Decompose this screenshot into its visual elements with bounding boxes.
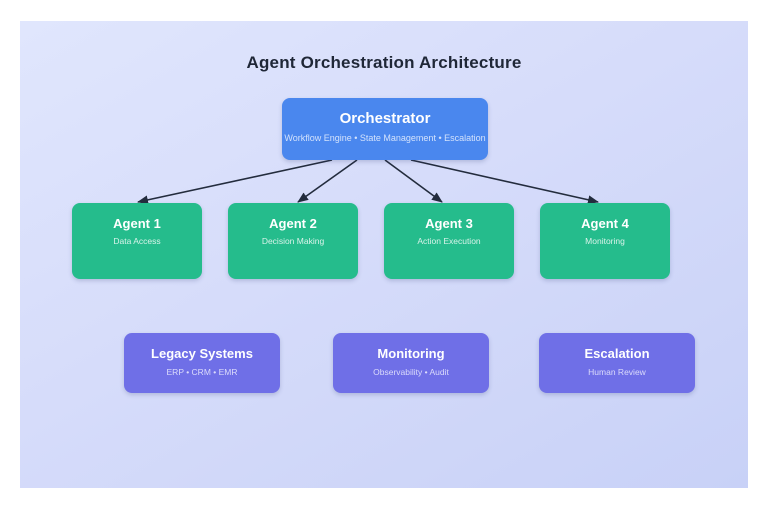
diagram-title: Agent Orchestration Architecture xyxy=(246,53,522,72)
escalation-title: Escalation xyxy=(584,346,650,361)
agent-1-title: Agent 1 xyxy=(113,216,161,231)
monitoring-subtitle: Observability • Audit xyxy=(373,367,449,377)
agent-4-node: Agent 4 Monitoring xyxy=(540,203,670,279)
agent-1-node: Agent 1 Data Access xyxy=(72,203,202,279)
legacy-systems-node: Legacy Systems ERP • CRM • EMR xyxy=(124,333,280,393)
escalation-subtitle: Human Review xyxy=(588,367,646,377)
agent-2-subtitle: Decision Making xyxy=(261,236,325,246)
agent-3-node: Agent 3 Action Execution xyxy=(384,203,514,279)
agent-3-title: Agent 3 xyxy=(425,216,473,231)
agent-2-node: Agent 2 Decision Making xyxy=(228,203,358,279)
agent-3-subtitle: Action Execution xyxy=(417,236,481,246)
orchestrator-subtitle: Workflow Engine • State Management • Esc… xyxy=(284,133,486,143)
agent-4-subtitle: Monitoring xyxy=(585,236,625,246)
agent-4-title: Agent 4 xyxy=(581,216,629,231)
agent-2-title: Agent 2 xyxy=(269,216,317,231)
monitoring-title: Monitoring xyxy=(377,346,445,361)
monitoring-node: Monitoring Observability • Audit xyxy=(333,333,489,393)
legacy-systems-title: Legacy Systems xyxy=(151,346,253,361)
agent-1-subtitle: Data Access xyxy=(113,236,161,246)
legacy-systems-subtitle: ERP • CRM • EMR xyxy=(166,367,238,377)
orchestrator-title: Orchestrator xyxy=(339,110,431,127)
orchestrator-node: Orchestrator Workflow Engine • State Man… xyxy=(282,98,488,160)
escalation-node: Escalation Human Review xyxy=(539,333,695,393)
